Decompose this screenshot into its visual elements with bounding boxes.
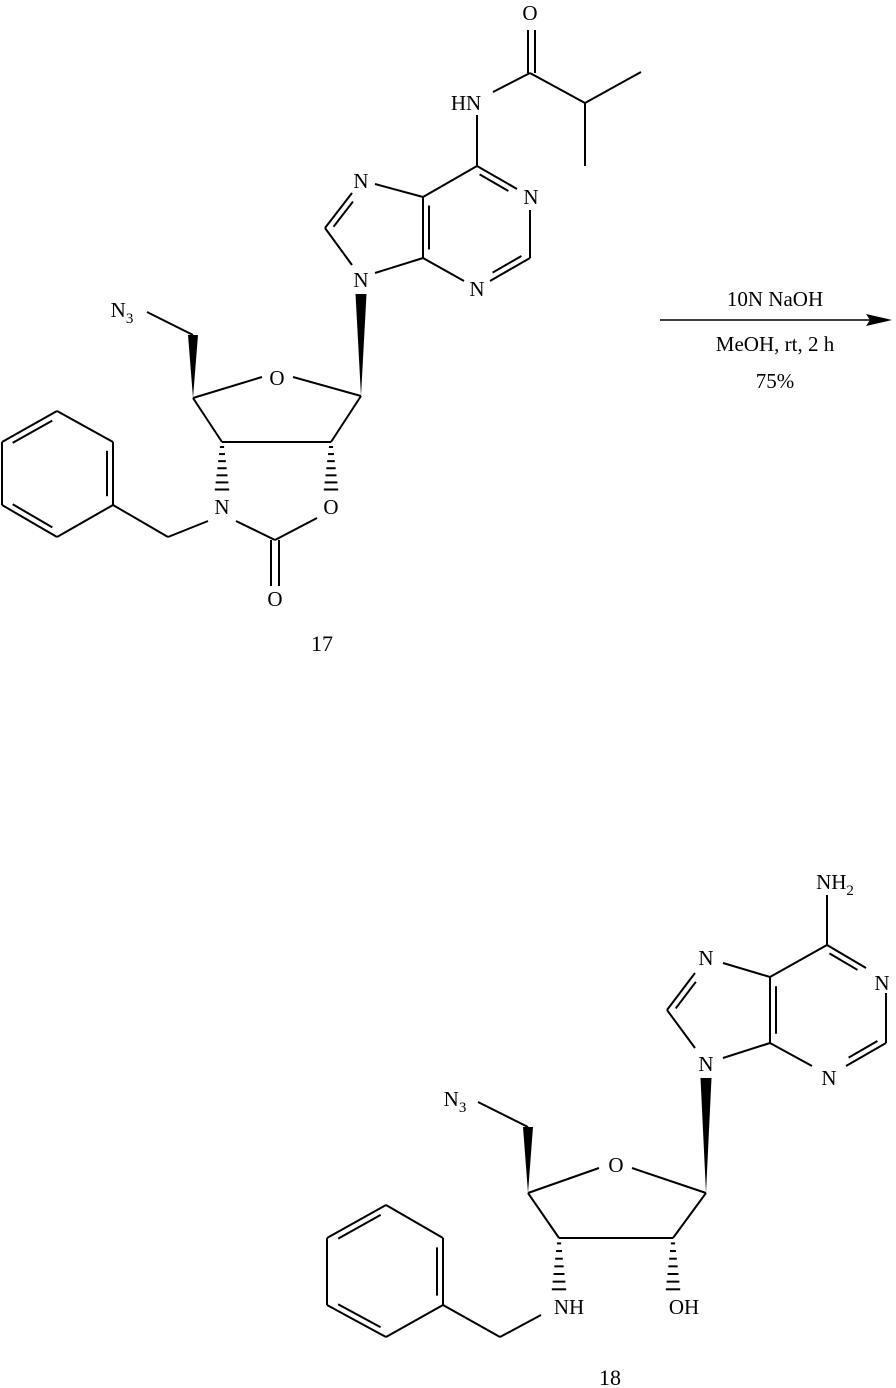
yield-text: 75% (756, 369, 795, 393)
atom-label: N (874, 971, 889, 995)
wedge-bond (356, 294, 367, 396)
bond (327, 1205, 386, 1238)
bond (193, 398, 222, 442)
compound-number: 18 (599, 1365, 621, 1388)
bond (57, 505, 113, 537)
bond (667, 973, 695, 1010)
bond (325, 193, 352, 228)
bond (57, 411, 113, 442)
bond (423, 166, 477, 197)
bond (325, 228, 352, 265)
bond (275, 518, 317, 540)
bond (478, 1102, 528, 1127)
bond (2, 411, 57, 442)
bond (375, 184, 423, 197)
atom-label: O (522, 1, 537, 25)
atom-label: N (523, 185, 538, 209)
bond (770, 1043, 812, 1066)
atom-label: O (323, 495, 338, 519)
atom-label: O (267, 587, 282, 611)
azide-label: N3 (111, 298, 134, 327)
bond (293, 377, 361, 396)
bond (673, 1193, 706, 1238)
bond (386, 1305, 443, 1337)
atom-label: N (214, 495, 229, 519)
bond (113, 505, 168, 537)
bonds (2, 30, 886, 1337)
bond (530, 73, 585, 103)
atom-label: N (821, 1066, 836, 1090)
bond (386, 1205, 443, 1238)
bond (193, 377, 262, 398)
azide-label: N3 (444, 1087, 467, 1116)
atom-label: OH (669, 1295, 699, 1319)
wedge-bond (523, 1127, 533, 1193)
bond (528, 1193, 559, 1238)
atom-label: N (353, 169, 368, 193)
reagent-text: 10N NaOH (727, 287, 823, 311)
bond (443, 1305, 500, 1337)
reaction-arrow: 10N NaOH MeOH, rt, 2 h 75% (660, 287, 892, 393)
bond (667, 1010, 695, 1048)
amine-label: NH2 (816, 870, 854, 899)
atom-label: HN (451, 91, 481, 115)
bond (236, 521, 275, 540)
atom-label: O (608, 1153, 623, 1177)
bond (770, 945, 827, 977)
bond (632, 1168, 706, 1193)
atom-label: N (353, 268, 368, 292)
conditions-text: MeOH, rt, 2 h (716, 332, 835, 356)
bond (331, 396, 361, 442)
bond (723, 1043, 770, 1058)
double-bond-line (338, 1304, 380, 1327)
atom-label: N (469, 277, 484, 301)
compound-number: 17 (311, 631, 333, 656)
bond (585, 72, 641, 103)
bond (493, 73, 530, 92)
atom-label: N (698, 946, 713, 970)
compound-17: O HN N N N N O N3 N O O 17 (111, 1, 539, 656)
atom-label: O (269, 366, 284, 390)
bond (528, 1168, 599, 1193)
bond (423, 258, 464, 281)
atom-label: NH (554, 1295, 584, 1319)
bond (168, 521, 208, 537)
bond (147, 312, 193, 335)
bond (500, 1315, 541, 1337)
bond (327, 1305, 386, 1337)
wedge-bond (701, 1078, 712, 1193)
bond (375, 258, 423, 273)
bond (723, 963, 770, 977)
double-bond-line (338, 1215, 380, 1239)
double-bond-line (829, 953, 857, 970)
wedge-bond (188, 335, 198, 398)
bond (2, 505, 57, 537)
atom-label: N (698, 1052, 713, 1076)
